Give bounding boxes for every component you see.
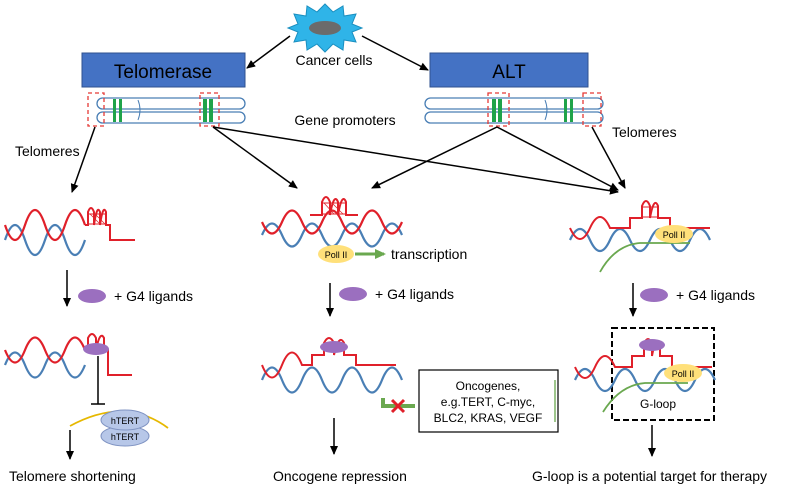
g4-ligand-icon-mid — [339, 287, 367, 301]
arrow-promoter-mid — [212, 126, 298, 189]
poll-ii-right-bottom-label: Poll II — [672, 369, 695, 379]
gene-promoters-label: Gene promoters — [294, 112, 395, 128]
chromosome-right — [424, 92, 604, 127]
htert-bottom-label: hTERT — [111, 432, 140, 442]
ligand-mid-label: + G4 ligands — [375, 286, 454, 302]
telomeres-right-label: Telomeres — [612, 124, 677, 140]
cancer-cell-icon — [286, 3, 364, 53]
gloop-top — [568, 200, 712, 273]
ligand-left-label: + G4 ligands — [114, 288, 193, 304]
telomere-g4-bound — [3, 333, 132, 379]
arrow-to-alt — [361, 35, 429, 71]
oncogenes-line-2: e.g.TERT, C-myc, — [441, 395, 535, 409]
telomerase-box — [81, 52, 246, 88]
blocked-transcription-arrow — [381, 398, 415, 408]
outcome-mid: Oncogene repression — [273, 468, 407, 484]
g4-ligand-icon-left — [78, 289, 106, 303]
oncogenes-line-1: Oncogenes, — [456, 379, 521, 393]
cancer-cells-label: Cancer cells — [295, 52, 372, 68]
outcome-right: G-loop is a potential target for therapy — [532, 468, 767, 484]
alt-label: ALT — [492, 62, 526, 83]
oncogenes-line-3: BLC2, KRAS, VEGF — [434, 411, 543, 425]
outcome-left: Telomere shortening — [9, 468, 136, 484]
htert-top-label: hTERT — [111, 416, 140, 426]
arrow-alt-mid — [371, 126, 498, 189]
poll-ii-mid — [318, 245, 354, 263]
arrow-to-telomerase — [246, 35, 291, 69]
gloop-bound — [573, 338, 717, 413]
g4-ligand-icon-right — [640, 288, 668, 302]
alt-box — [429, 52, 589, 88]
arrow-promoter-right — [212, 126, 619, 195]
poll-ii-mid-label: Poll II — [325, 250, 348, 260]
poll-ii-right-bottom — [664, 364, 702, 382]
arrow-alt-telomere — [591, 126, 626, 189]
promoter-g4-top — [260, 196, 404, 248]
chromosome-left — [87, 92, 246, 127]
telomerase-label: Telomerase — [114, 62, 212, 83]
poll-ii-right-top-label: Poll II — [663, 230, 686, 240]
arrow-alt-right — [496, 126, 619, 191]
arrow-left-telomere — [70, 126, 96, 193]
htert-subunit-top — [100, 409, 150, 431]
telomeres-left-label: Telomeres — [15, 143, 80, 159]
poll-ii-right-top — [655, 225, 693, 243]
ligand-right-label: + G4 ligands — [676, 287, 755, 303]
gloop-label: G-loop — [640, 397, 676, 411]
oncogenes-box — [418, 369, 559, 433]
telomere-g4-top — [3, 207, 135, 257]
promoter-g4-bound — [260, 337, 404, 394]
transcription-label: transcription — [391, 246, 467, 262]
block-x-icon — [390, 398, 406, 414]
gloop-dashed-box — [611, 327, 715, 421]
